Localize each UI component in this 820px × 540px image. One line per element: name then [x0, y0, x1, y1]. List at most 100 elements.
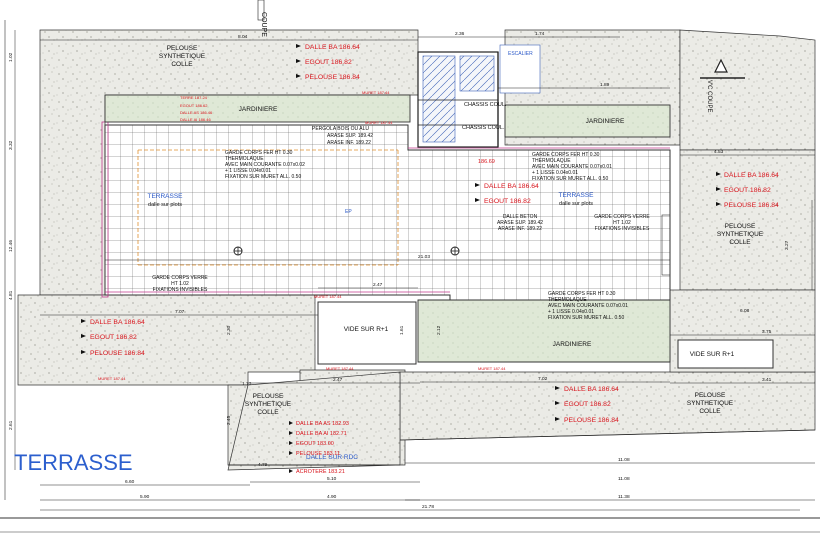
gc-fer-3-line3: AVEC MAIN COURANTE 0.07x0.01	[548, 303, 628, 309]
dim-2-36: 2.36	[455, 31, 465, 37]
vdim-3-27: 3.27	[784, 240, 790, 250]
jardiniere-bottom-label: JARDINIERE	[553, 341, 592, 348]
gc-fer-3-line2: THERMOLAQUE	[548, 297, 587, 303]
jardiniere-right-label: JARDINIERE	[586, 118, 625, 125]
level-arrows	[81, 44, 721, 473]
tag-muret-6: MURET 187.44	[98, 376, 126, 381]
lawn-tl-line1: PELOUSE	[167, 45, 198, 52]
tag-muret-5: MURET 187.44	[478, 366, 506, 371]
dim-2-47b: 2.47	[333, 377, 343, 383]
dim-7-02: 7.02	[538, 376, 548, 382]
gc-fer-2-line4: + 1 LISSE 0.04x0.01	[532, 170, 578, 176]
gc-fer-2-line5: FIXATION SUR MURET ALL. 0.50	[532, 176, 608, 182]
lawn-tl-line2: SYNTHETIQUE	[159, 53, 206, 60]
jardiniere-bottom-box	[417, 299, 671, 363]
dim-1-74: 1.74	[535, 31, 545, 37]
level-center-small: 186.69	[478, 159, 495, 165]
level-r-1: DALLE BA 186.64	[724, 172, 779, 179]
dim-7-07: 7.07	[175, 309, 185, 315]
lawn-bc-line3: COLLE	[257, 409, 279, 416]
tag-dalle-as: DALLE AS 186.46	[180, 110, 213, 115]
gc-verre-2-line2: HT 1.02	[613, 220, 631, 226]
dalle-beton-line2: ARASE SUP. 189.42	[497, 220, 543, 226]
dim-2-47a: 2.47	[373, 282, 383, 288]
terrace-center-label: TERRASSE	[558, 192, 594, 199]
dim-1-89: 1.89	[600, 82, 610, 88]
dim-11-08a: 11.08	[618, 457, 630, 463]
tag-muret-3: MURET 187.44	[314, 294, 342, 299]
dim-6-08: 6.08	[740, 308, 750, 314]
dim-4-79: 4.79	[258, 462, 268, 468]
vdim-1-02: 1.02	[8, 52, 14, 62]
level-l-2: EGOUT 186.82	[90, 334, 137, 341]
gc-fer-2-line3: AVEC MAIN COURANTE 0.07x0.01	[532, 164, 612, 170]
gc-fer-1-line5: FIXATION SUR MURET ALL. 0.50	[225, 174, 301, 180]
level-br-2: EGOUT 186.82	[564, 401, 611, 408]
dalle-beton-line1: DALLE BETON	[503, 214, 538, 220]
dim-21-03: 21.03	[418, 254, 430, 260]
terrace-left-sub: dalle sur plots	[148, 202, 182, 208]
gc-fer-2-line1: GARDE CORPS FER HT 0.30	[532, 152, 600, 158]
level-r-3: PELOUSE 186.84	[724, 202, 779, 209]
dim-8-04: 8.04	[238, 34, 248, 40]
tag-ep: EP	[345, 209, 352, 215]
jardiniere-top-label: JARDINIERE	[239, 106, 278, 113]
stair-core	[417, 44, 541, 148]
tag-muret-2: MURET 187.44	[365, 120, 393, 125]
section-label-top: COUPE	[260, 12, 267, 37]
level-br-1: DALLE BA 186.64	[564, 386, 619, 393]
dim-11-08b: 11.08	[618, 476, 630, 482]
lawn-bc-line1: PELOUSE	[253, 393, 284, 400]
section-label-right: V'C COUPE	[706, 80, 712, 112]
dim-4-53: 4.53	[714, 149, 724, 155]
tag-muret-4: MURET 187.44	[326, 366, 354, 371]
level-r-2: EGOUT 186.82	[724, 187, 771, 194]
dim-5-90: 5.90	[140, 494, 150, 500]
level-l-3: PELOUSE 186.84	[90, 350, 145, 357]
dalle-rdc-label: DALLE SUR RDC	[306, 454, 358, 461]
section-marker: COUPE V'C COUPE	[257, 0, 745, 112]
level-c-2: EGOUT 186.82	[484, 198, 531, 205]
gc-verre-1-line3: FIXATIONS INVISIBLES	[153, 287, 208, 293]
gc-verre-1-line1: GARDE CORPS VERRE	[152, 275, 208, 281]
page-title: TERRASSE	[14, 450, 133, 475]
gc-verre-1-line2: HT 1.02	[171, 281, 189, 287]
level-tl-3: PELOUSE 186.84	[305, 74, 360, 81]
dim-6-60: 6.60	[125, 479, 135, 485]
dim-5-10: 5.10	[327, 476, 337, 482]
lawn-r-line2: SYNTHETIQUE	[717, 231, 764, 238]
lawn-zones	[17, 29, 816, 471]
gc-verre-2-line1: GARDE CORPS VERRE	[594, 214, 650, 220]
pergola-note-1: PERGOLA BOIS OU ALU	[312, 126, 369, 132]
level-l-1: DALLE BA 186.64	[90, 319, 145, 326]
vide-1-label: VIDE SUR R+1	[344, 326, 389, 333]
stair-label: ESCALIER	[508, 51, 533, 57]
level-bc-1: DALLE BA AS 182.93	[296, 421, 349, 427]
level-bc-2: DALLE BA AI 182.71	[296, 431, 347, 437]
level-tl-2: EGOUT 186.82	[305, 59, 352, 66]
terrace-left-label: TERRASSE	[147, 193, 183, 200]
dim-3-41: 3.41	[762, 377, 772, 383]
level-bc-4: PELOUSE 183.11	[296, 451, 340, 457]
dim-21-78: 21.78	[422, 504, 434, 510]
vdim-4-81: 4.81	[8, 290, 14, 300]
gc-fer-1-line1: GARDE CORPS FER HT 0.30	[225, 150, 293, 156]
gc-fer-1-line2: THERMOLAQUE	[225, 156, 264, 162]
pergola-note-2: ARASE SUP. 189.42	[327, 133, 373, 139]
level-c-1: DALLE BA 186.64	[484, 183, 539, 190]
dim-4-90: 4.90	[327, 494, 337, 500]
tag-terre: TERRE 187.24	[180, 95, 208, 100]
tag-muret-1: MURET 187.44	[362, 90, 390, 95]
vdim-2-45: 2.45	[226, 415, 232, 425]
vdim-12-46: 12.46	[8, 240, 14, 252]
lawn-r-line3: COLLE	[729, 239, 751, 246]
lawn-tl-line3: COLLE	[171, 61, 193, 68]
gc-verre-2-line3: FIXATIONS INVISIBLES	[595, 226, 650, 232]
tag-egout: EGOUT 186.62	[180, 103, 208, 108]
level-bc-5: ACROTERE 183.21	[296, 469, 345, 475]
vdim-3-32: 3.32	[8, 140, 14, 150]
gc-fer-1-line3: AVEC MAIN COURANTE 0.07x0.02	[225, 162, 305, 168]
dim-11-38: 11.38	[618, 494, 630, 500]
